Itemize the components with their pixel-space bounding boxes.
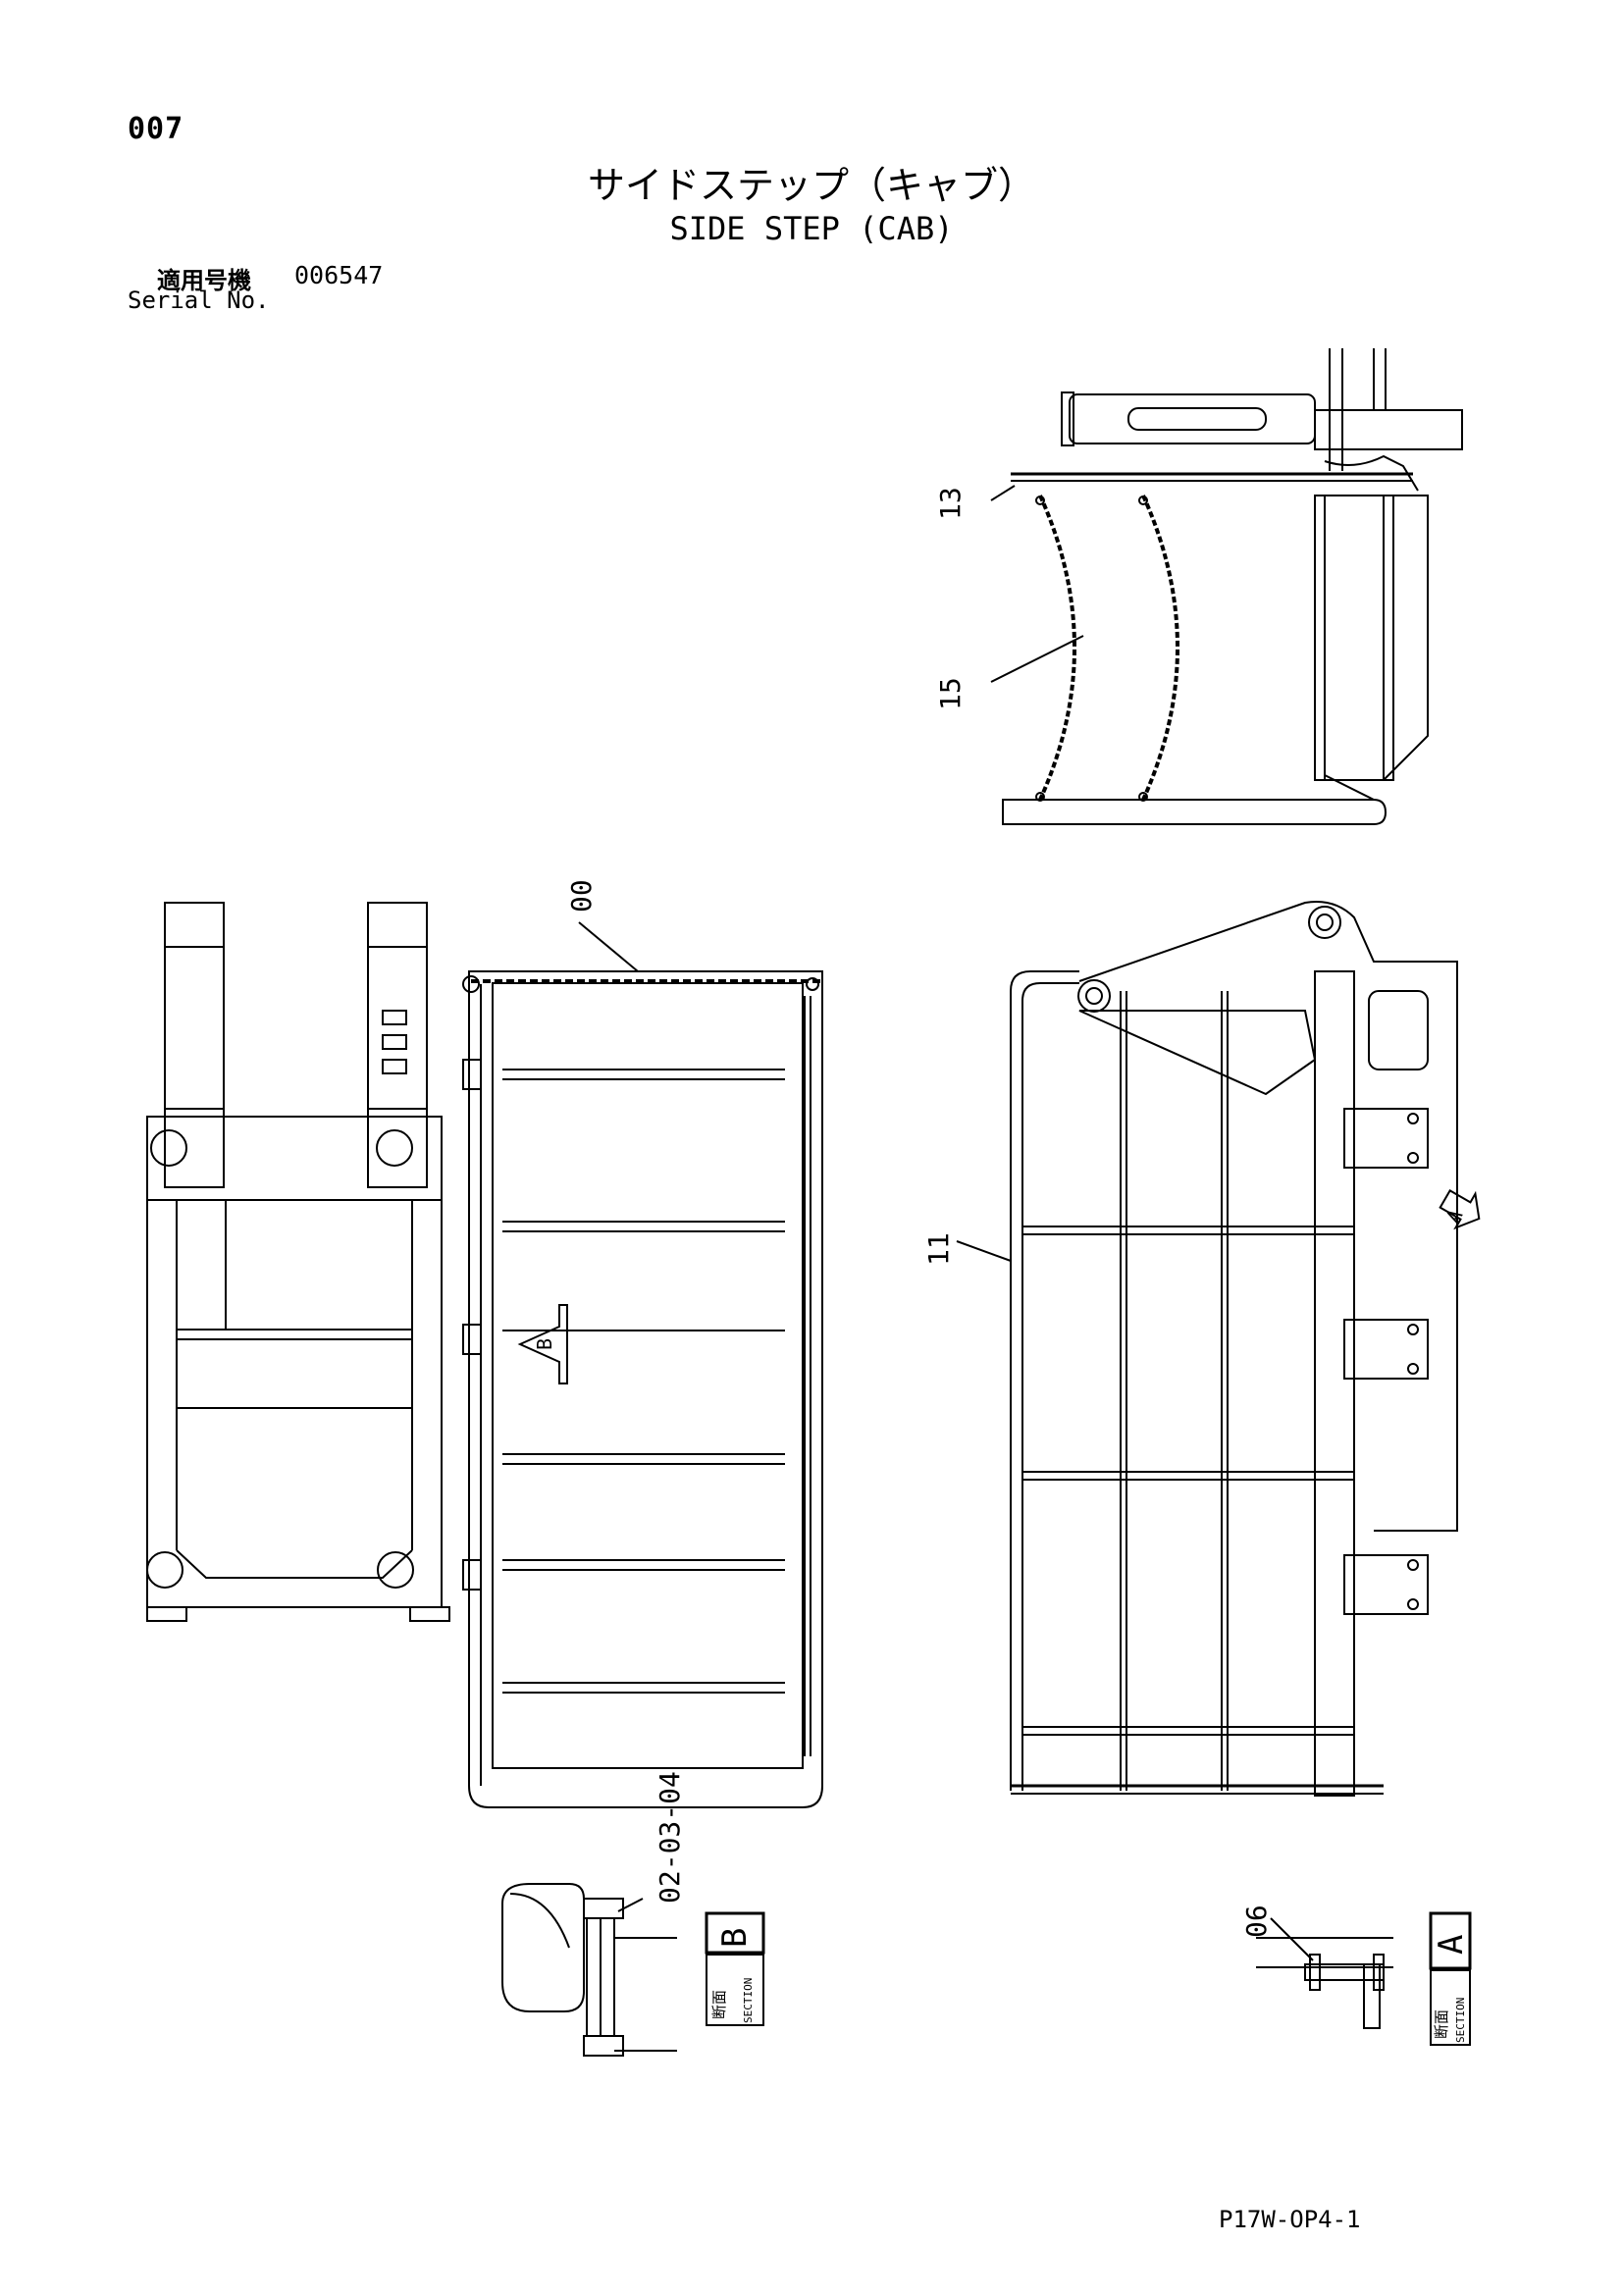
section-a-detail [1256, 1911, 1472, 2046]
page-title-japanese: サイドステップ（キャブ） [587, 164, 1035, 207]
callout-06: 06 [1240, 1905, 1273, 1938]
section-a-letter: A [1432, 1935, 1471, 1955]
side-step-plan-view [462, 970, 823, 1808]
page-title-english: SIDE STEP (CAB) [669, 210, 954, 247]
callout-13: 13 [934, 487, 967, 520]
section-b-letter: B [715, 1928, 755, 1948]
serial-label-english: Serial No. [128, 287, 270, 314]
document-code: P17W-OP4-1 [1219, 2206, 1361, 2233]
callout-15: 15 [934, 677, 967, 710]
cab-front-view [146, 902, 450, 1622]
view-arrow-a [1439, 1188, 1481, 1230]
top-step-view [990, 348, 1463, 825]
section-b-kanji: 断面 [710, 1990, 728, 2019]
serial-label-japanese: 適用号機 [157, 267, 251, 294]
section-b-detail [501, 1883, 765, 2057]
chain-left [1038, 495, 1076, 801]
serial-number-value: 006547 [294, 261, 384, 289]
callout-00: 00 [565, 879, 598, 913]
section-b-word: SECTION [742, 1978, 755, 2023]
section-a-word: SECTION [1454, 1998, 1467, 2043]
chain-right [1141, 495, 1179, 801]
page-number: 007 [128, 112, 184, 146]
section-a-kanji: 断面 [1433, 2009, 1450, 2039]
view-arrow-b-letter: B [533, 1338, 556, 1350]
callout-11: 11 [922, 1232, 955, 1266]
view-arrow-b [517, 1304, 568, 1384]
side-step-front-view [956, 901, 1481, 1797]
view-arrow-a-letter: A [1441, 1205, 1468, 1226]
callout-02-03-04: 02-03-04 [654, 1771, 686, 1904]
